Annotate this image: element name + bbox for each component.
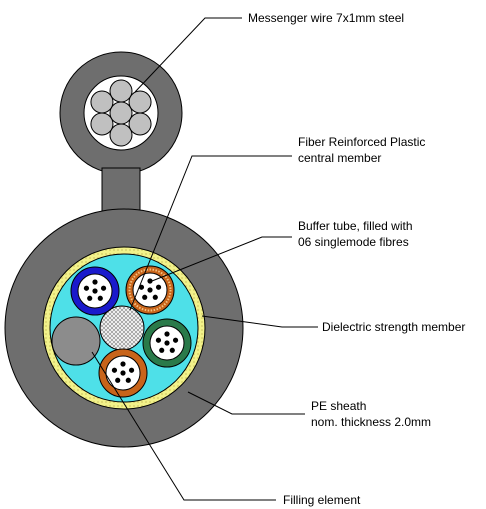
fibre xyxy=(159,347,165,353)
buffer-tube-brown xyxy=(98,348,148,398)
buffer-tube-blue xyxy=(70,266,120,316)
leader-lines xyxy=(91,17,318,501)
steel-wire xyxy=(109,79,133,103)
label-pe-sheath-line1: PE sheath xyxy=(311,399,366,413)
fibre xyxy=(120,370,126,376)
buffer-tube-orange xyxy=(125,265,175,315)
filling-element xyxy=(51,316,101,366)
buffer-tubes xyxy=(70,265,192,398)
leader-messenger xyxy=(134,17,242,93)
fibre xyxy=(164,331,170,337)
fibre xyxy=(172,337,179,343)
fibre xyxy=(147,287,153,293)
fibre xyxy=(83,285,90,291)
leader-filling xyxy=(91,351,276,501)
leader-buffer-tube xyxy=(151,236,292,282)
label-frp-line1: Fiber Reinforced Plastic xyxy=(298,135,425,149)
steel-wire xyxy=(109,101,133,125)
steel-wire-bundle xyxy=(90,79,152,147)
label-buffer-line1: Buffer tube, filled with xyxy=(298,219,413,233)
label-frp-line2: central member xyxy=(298,151,381,165)
fibre xyxy=(155,284,162,290)
tube-wall-texture xyxy=(128,268,172,312)
fibre xyxy=(155,337,162,343)
label-dielectric-strength-member: Dielectric strength member xyxy=(322,320,465,334)
fibre xyxy=(111,367,118,373)
leader-dielectric xyxy=(201,315,318,328)
fibre xyxy=(164,340,170,346)
leader-frp xyxy=(129,155,292,311)
fibre xyxy=(92,288,98,294)
fibre xyxy=(125,377,131,383)
fibre xyxy=(92,279,98,285)
fibre xyxy=(152,294,158,300)
steel-wire xyxy=(109,123,133,147)
fibre xyxy=(100,285,107,291)
fibre xyxy=(87,295,93,301)
frp-central-member xyxy=(99,305,145,351)
label-pe-sheath-line2: nom. thickness 2.0mm xyxy=(311,415,431,429)
steel-wire xyxy=(128,112,152,136)
fibre xyxy=(97,295,103,301)
label-messenger-wire: Messenger wire 7x1mm steel xyxy=(248,11,404,25)
steel-wire xyxy=(90,90,114,114)
main-cable xyxy=(4,208,244,448)
labels: Messenger wire 7x1mm steel Fiber Reinfor… xyxy=(248,11,465,507)
buffer-tube-green xyxy=(142,318,192,368)
fibre xyxy=(147,278,153,284)
fibre xyxy=(128,367,135,373)
steel-wire xyxy=(90,112,114,136)
fibre xyxy=(115,377,121,383)
leader-pe-sheath xyxy=(187,391,305,415)
label-buffer-line2: 06 singlemode fibres xyxy=(298,235,409,249)
label-filling-element: Filling element xyxy=(283,493,361,507)
fibre xyxy=(142,294,148,300)
fibre xyxy=(169,347,175,353)
steel-wire xyxy=(128,90,152,114)
messenger-section xyxy=(59,51,183,175)
fibre xyxy=(120,361,126,367)
